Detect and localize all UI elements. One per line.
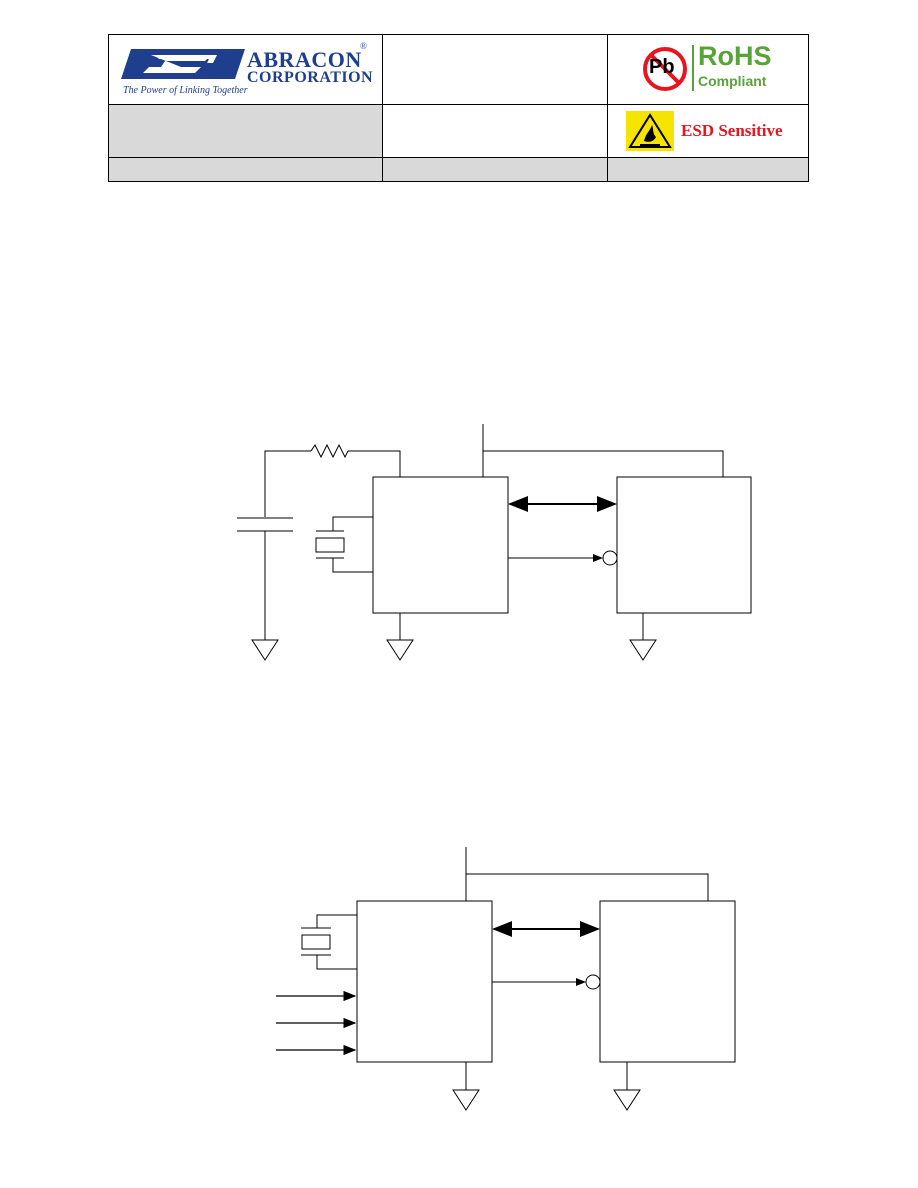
ground-symbol (386, 639, 414, 661)
supply-to-mcu (483, 450, 724, 477)
esd-label: ESD Sensitive (681, 121, 783, 140)
esd-warning-icon (626, 111, 674, 151)
header-divider (109, 157, 808, 158)
footer-cell-left (109, 158, 382, 181)
abracon-logo-icon (121, 49, 245, 79)
rohs-separator (692, 45, 694, 91)
mcu-block (599, 900, 736, 1063)
crystal-wire-bottom (316, 955, 357, 970)
no-lead-icon (643, 47, 687, 91)
brand-name: ABRACON (247, 47, 362, 72)
crystal-wire-bottom (332, 558, 373, 573)
crystal (301, 934, 331, 950)
interrupt-input-bubble (585, 974, 601, 990)
crystal-wire-top (332, 516, 373, 531)
header-table: ABRACON ® CORPORATION The Power of Linki… (108, 34, 809, 182)
brand-tagline: The Power of Linking Together (123, 85, 248, 96)
rtc-block (356, 900, 493, 1063)
resistor (310, 443, 349, 459)
header-divider (382, 35, 383, 181)
crystal (315, 537, 345, 553)
header-cell-left-middle (109, 105, 382, 158)
abracon-logo: ABRACON ® CORPORATION The Power of Linki… (109, 35, 382, 104)
brand-subname: CORPORATION (247, 69, 374, 86)
header-divider (607, 35, 608, 181)
footer-cell-middle (382, 158, 607, 181)
ground-symbol (629, 639, 657, 661)
ground-symbol (251, 639, 279, 661)
registered-mark: ® (360, 41, 367, 51)
footer-cell-right (607, 158, 808, 181)
mcu-block (616, 476, 752, 614)
crystal-wire-top (316, 914, 357, 928)
resistor-wire-right (348, 450, 401, 477)
circuit-rc-crystal (237, 424, 752, 661)
rtc-block (372, 476, 509, 614)
resistor-wire-left (264, 450, 311, 517)
interrupt-input-bubble (602, 550, 618, 566)
rohs-subtitle: Compliant (698, 73, 767, 89)
rohs-badge: Pb RoHS Compliant (608, 35, 808, 104)
header-divider (109, 104, 808, 105)
ground-symbol (452, 1089, 480, 1111)
ground-symbol (613, 1089, 641, 1111)
rohs-title: RoHS (698, 41, 772, 71)
no-lead-symbol: Pb (649, 56, 675, 78)
supply-to-mcu (466, 873, 709, 901)
esd-badge: ESD Sensitive (608, 105, 808, 157)
